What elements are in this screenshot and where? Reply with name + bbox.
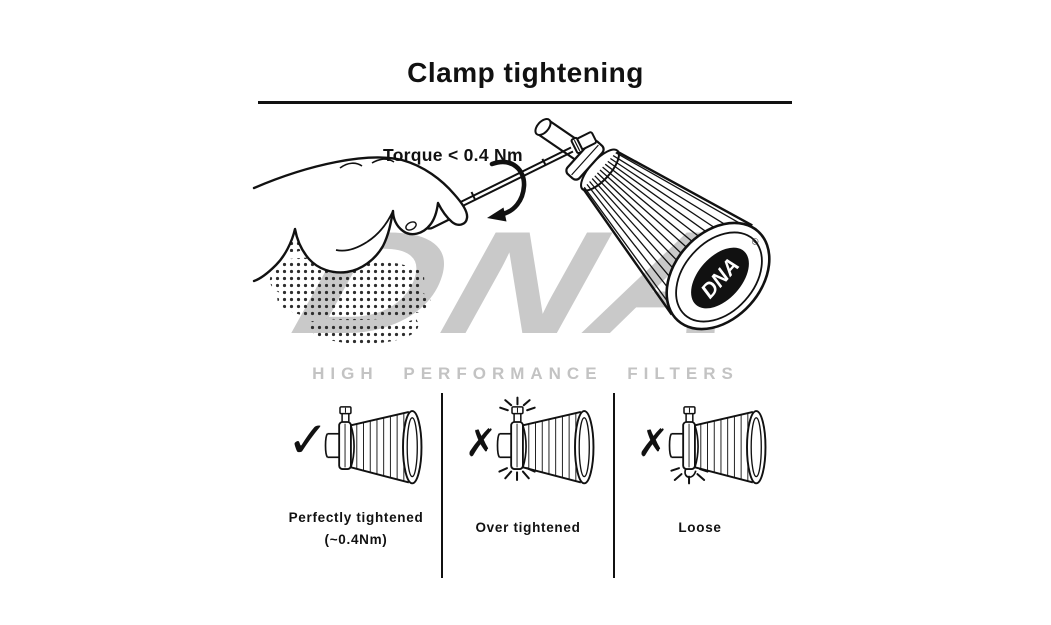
page-title: Clamp tightening [407,57,644,88]
x-mark-icon: ✗ [465,421,497,465]
loose-band [684,468,697,478]
panel-caption-line1: Loose [678,520,722,535]
panel-caption-line1: Over tightened [475,520,581,535]
checkmark-icon: ✓ [287,411,329,469]
small-filter-overtightened [496,396,595,485]
dna-watermark: DNA HIGH PERFORMANCE FILTERS [0,201,1051,384]
panel-caption-line2: (~0.4Nm) [324,532,388,548]
rotation-arrow [487,159,527,222]
panel-caption-line1: Perfectly tightened [288,510,424,525]
tightening-illustration: DNA ® [252,118,771,344]
hose-clamp [565,139,605,181]
clamp-screw [570,131,598,155]
panel-over-tightened: ✗ [441,393,613,578]
watermark-tagline: HIGH PERFORMANCE FILTERS [312,364,739,383]
panel-caption: Over tightened [443,517,613,539]
loose-burst-marks [670,467,709,485]
cap-registered-mark: ® [749,235,761,247]
small-filter-correct [324,405,423,485]
filter-cap: DNA ® [665,221,771,331]
air-filter-illustration: DNA ® [534,118,771,331]
title-divider [258,101,792,104]
small-filter-loose [668,405,767,485]
panel-loose: ✗ Loose [613,393,785,578]
hand-illustration [252,156,469,283]
panel-caption: Loose [615,517,785,539]
x-mark-icon: ✗ [637,421,669,465]
torque-label: Torque < 0.4 Nm [383,145,523,165]
overtightened-burst-marks [498,396,536,481]
panel-perfectly-tightened: ✓ Perfectly tightened (~0.4Nm) [271,393,441,578]
comparison-panels: ✓ Perfectly tightened (~0.4Nm) ✗ [271,393,785,578]
panel-caption: Perfectly tightened (~0.4Nm) [271,507,441,552]
